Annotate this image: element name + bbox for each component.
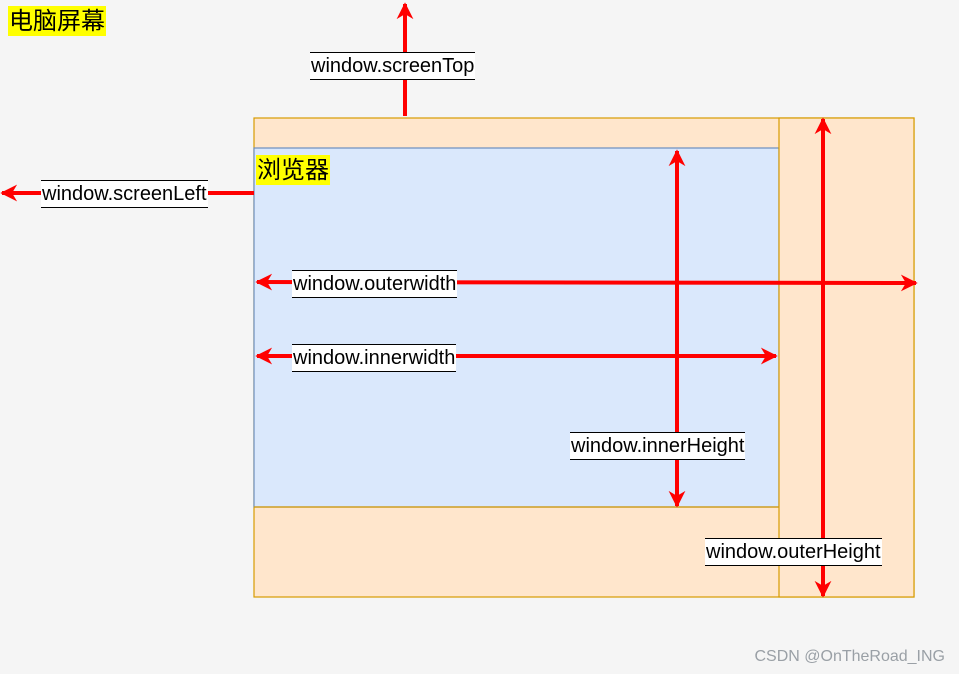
outer-height-label: window.outerHeight [705, 538, 882, 566]
browser-title: 浏览器 [256, 155, 330, 185]
screen-title: 电脑屏幕 [8, 6, 106, 36]
screen-top-label: window.screenTop [310, 52, 476, 80]
screen-left-label: window.screenLeft [41, 180, 208, 208]
watermark: CSDN @OnTheRoad_ING [754, 648, 945, 665]
outer-width-label: window.outerwidth [292, 270, 458, 298]
inner-width-label: window.innerwidth [292, 344, 457, 372]
inner-height-label: window.innerHeight [570, 432, 746, 460]
right-strip-box [778, 117, 915, 598]
